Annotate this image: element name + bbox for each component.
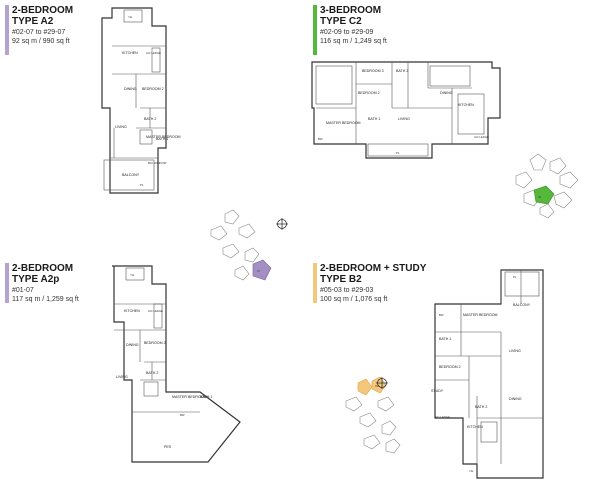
room-label: STUDY — [431, 389, 444, 393]
unit-title-line2: TYPE A2 — [12, 16, 54, 27]
unit-accent-bar — [313, 263, 317, 303]
unit-title-line1: 3-BEDROOM — [320, 5, 382, 16]
room-label: Y.E. — [130, 273, 135, 277]
room-label: KITCHEN — [122, 51, 138, 55]
room-label: KITCHEN — [458, 103, 474, 107]
room-label: BATH 2 — [475, 405, 487, 409]
key-plan-c2: 09 — [515, 153, 579, 219]
room-label: BEDROOM 2 — [142, 87, 164, 91]
room-label: BW — [318, 137, 323, 141]
unit-accent-bar — [5, 5, 9, 55]
room-label: MASTER BEDROOM — [463, 313, 498, 317]
room-label: LIVING — [116, 375, 128, 379]
room-label: MASTER BEDROOM — [146, 135, 181, 139]
floor-plan-c2: BEDROOM 3 BATH 2 BEDROOM 2 DINING KITCHE… — [311, 61, 501, 159]
unit-title-line1: 2-BEDROOM — [12, 263, 74, 274]
unit-level-range: #02-09 to #29-09 — [320, 29, 374, 36]
room-label: BATH 2 — [144, 117, 156, 121]
room-label: PL — [140, 183, 144, 187]
unit-area: 117 sq m / 1,259 sq ft — [12, 295, 79, 303]
unit-title-line2: TYPE A2p — [12, 274, 60, 285]
room-label: A/C LEDGE — [148, 309, 163, 313]
key-plan-label: 09 — [538, 195, 542, 199]
room-label: KITCHEN — [467, 425, 483, 429]
room-label: BAY WINDOW — [148, 161, 167, 165]
unit-accent-bar — [313, 5, 317, 55]
unit-area: 116 sq m / 1,249 sq ft — [320, 37, 387, 45]
room-label: DINING — [509, 397, 522, 401]
room-label: Y.E. — [128, 15, 133, 19]
room-label: DINING — [126, 343, 139, 347]
unit-level-range: #01-07 — [12, 287, 34, 294]
north-arrow-icon — [376, 377, 388, 389]
room-label: BEDROOM 3 — [362, 69, 384, 73]
room-label: BEDROOM 2 — [144, 341, 166, 345]
room-label: BATH 2 — [396, 69, 408, 73]
room-label: A/C LEDGE — [146, 51, 161, 55]
north-arrow-icon — [276, 218, 288, 230]
unit-level-range: #02-07 to #29-07 — [12, 29, 66, 36]
room-label: MASTER BEDROOM — [326, 121, 361, 125]
room-label: PL — [513, 275, 517, 279]
room-label: PL — [396, 151, 400, 155]
unit-area: 100 sq m / 1,076 sq ft — [320, 295, 388, 303]
room-label: BATH 1 — [200, 395, 212, 399]
floor-plan-a2p: Y.E. KITCHEN A/C LEDGE DINING BEDROOM 2 … — [112, 265, 241, 463]
unit-title-line2: TYPE B2 — [320, 274, 362, 285]
room-label: BEDROOM 2 — [439, 365, 461, 369]
room-label: Y.E. — [469, 469, 474, 473]
unit-level-range: #05-03 to #29-03 — [320, 287, 374, 294]
unit-title-line2: TYPE C2 — [320, 16, 362, 27]
room-label: BW — [439, 313, 444, 317]
room-label: BATH 1 — [368, 117, 380, 121]
room-label: A/C LEDGE — [474, 135, 489, 139]
key-plan-label: 07 — [257, 269, 261, 273]
room-label: LIVING — [398, 117, 410, 121]
floor-plan-b2: PL BALCONY MASTER BEDROOM BW BATH 1 LIVI… — [431, 269, 544, 479]
room-label: BALCONY — [513, 303, 531, 307]
room-label: KITCHEN — [124, 309, 140, 313]
key-plan-label: 03 — [375, 384, 379, 388]
room-label: BEDROOM 2 — [358, 91, 380, 95]
room-label: A/C LEDGE — [435, 415, 450, 419]
room-label: LIVING — [115, 125, 127, 129]
room-label: BALCONY — [122, 173, 140, 177]
room-label: PES — [164, 445, 172, 449]
key-plan-b2: 03 — [345, 376, 401, 454]
unit-title-line1: 2-BEDROOM + STUDY — [320, 263, 427, 274]
unit-area: 92 sq m / 990 sq ft — [12, 37, 70, 45]
unit-title-line1: 2-BEDROOM — [12, 5, 74, 16]
room-label: BATH 1 — [439, 337, 451, 341]
room-label: LIVING — [509, 349, 521, 353]
floor-plan-a2: Y.E. KITCHEN A/C LEDGE DINING BEDROOM 2 … — [101, 7, 181, 194]
room-label: MASTER BEDROOM — [172, 395, 207, 399]
unit-accent-bar — [5, 263, 9, 303]
room-label: DINING — [440, 91, 453, 95]
room-label: BATH 1 — [156, 137, 168, 141]
room-label: BATH 2 — [146, 371, 158, 375]
room-label: DINING — [124, 87, 137, 91]
key-plan-a2p: 07 — [210, 209, 272, 281]
room-label: BW — [180, 413, 185, 417]
